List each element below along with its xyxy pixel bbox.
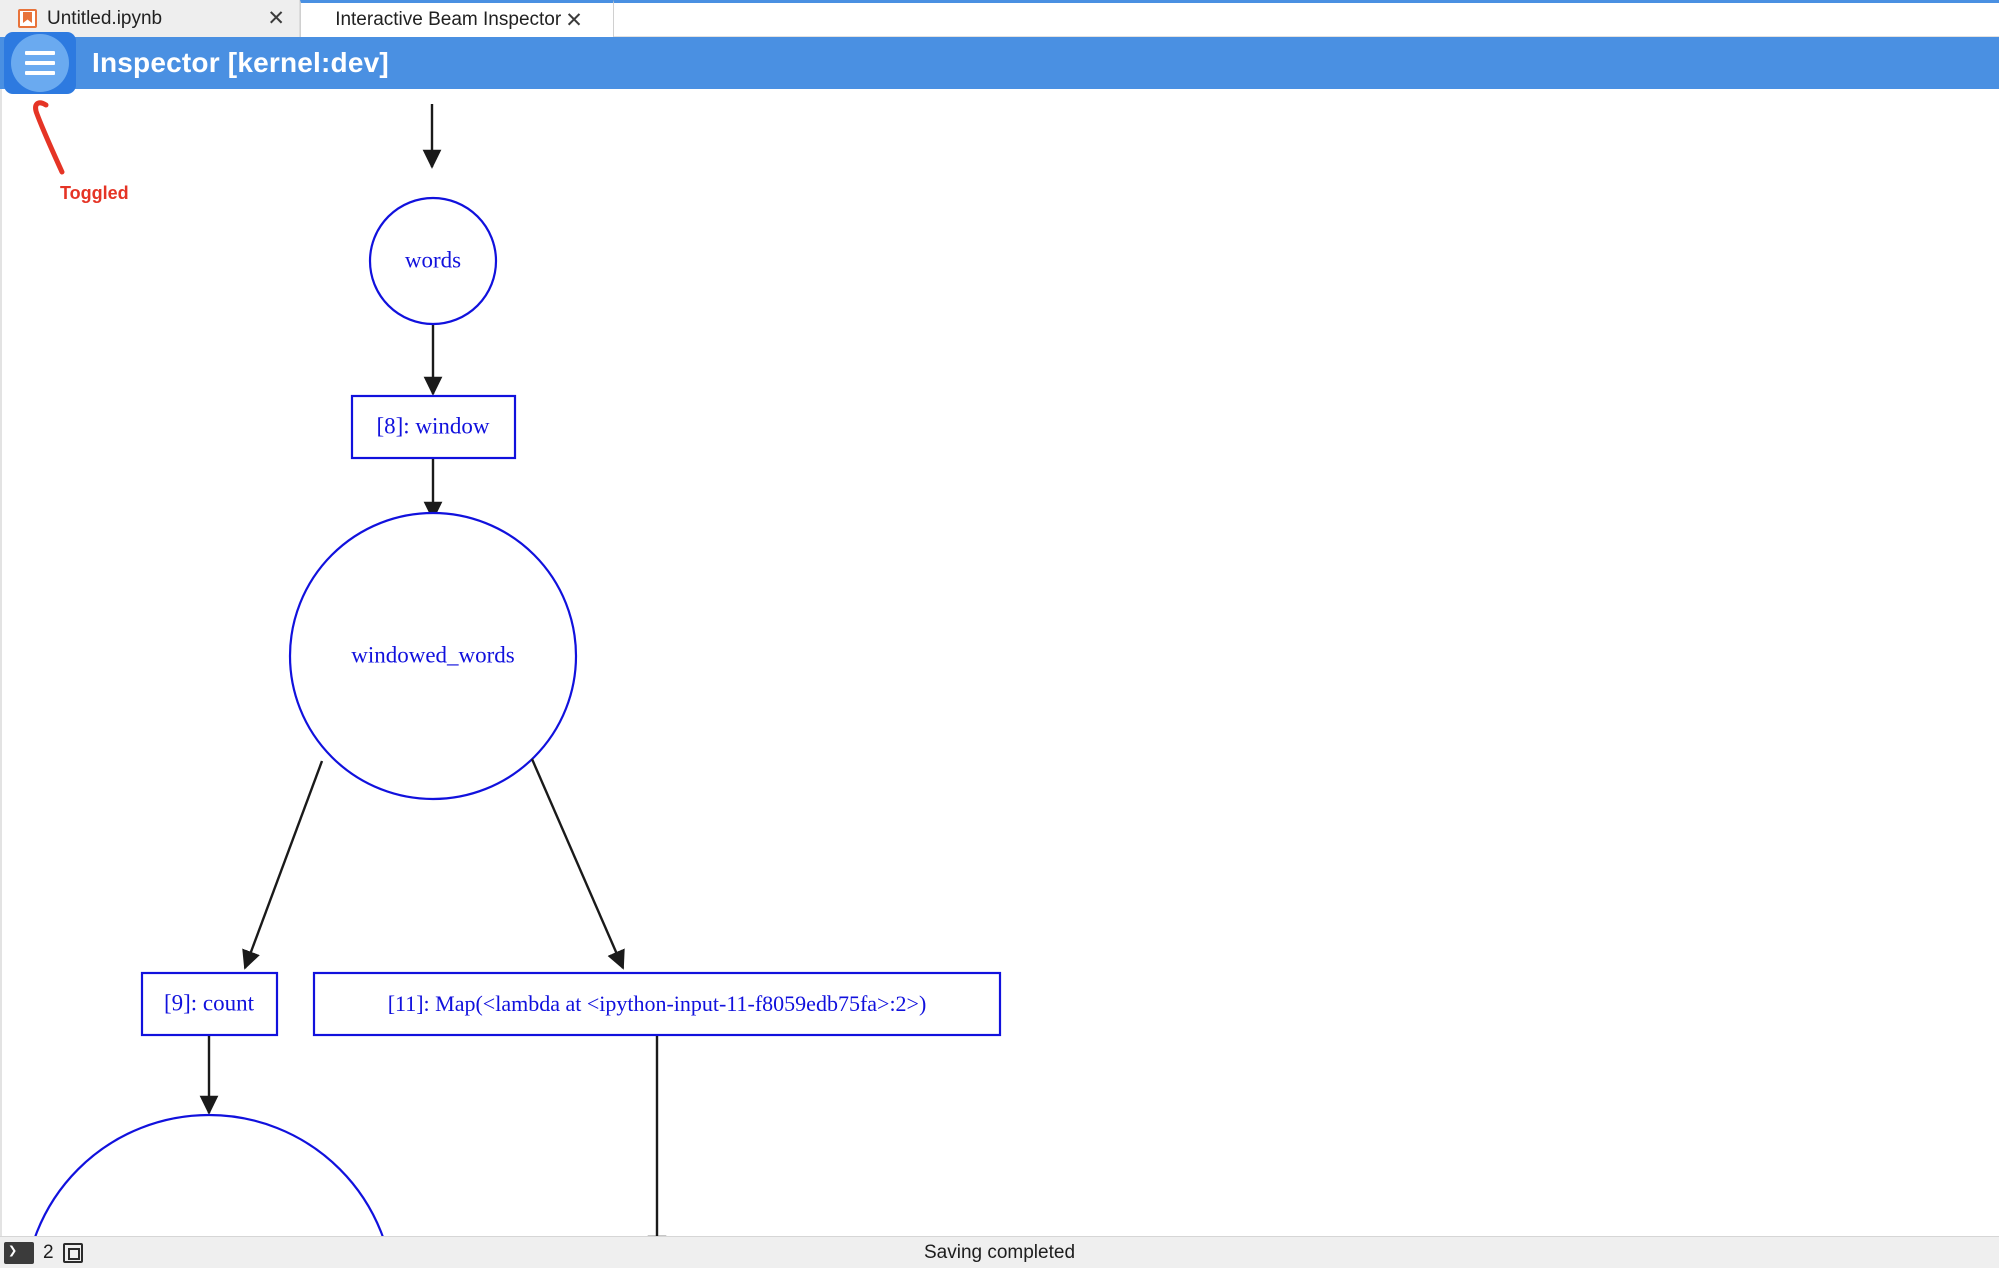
node-window-op[interactable] bbox=[350, 394, 517, 460]
node-words[interactable] bbox=[368, 196, 498, 326]
kernel-count: 2 bbox=[43, 1241, 54, 1263]
page-title: Inspector [kernel:dev] bbox=[92, 47, 389, 78]
hamburger-icon bbox=[11, 34, 69, 92]
close-icon[interactable]: ✕ bbox=[565, 8, 583, 32]
tab-bar-empty-area bbox=[614, 0, 1999, 37]
notebook-icon bbox=[18, 9, 37, 28]
edge-windowed-words-to-count bbox=[242, 760, 324, 970]
node-window-op-label: [8]: window bbox=[376, 413, 489, 438]
tab-untitled-ipynb[interactable]: Untitled.ipynb ✕ bbox=[0, 0, 300, 37]
tab-bar: Untitled.ipynb ✕ Interactive Beam Inspec… bbox=[0, 0, 1999, 37]
status-message: Saving completed bbox=[923, 1241, 1076, 1263]
tab-bar-accent-line bbox=[0, 0, 1999, 3]
hamburger-menu-button[interactable] bbox=[4, 32, 76, 94]
close-icon[interactable]: ✕ bbox=[267, 7, 285, 30]
node-count-op-label: [9]: count bbox=[164, 990, 255, 1015]
tab-interactive-beam-inspector[interactable]: Interactive Beam Inspector ✕ bbox=[300, 0, 614, 37]
pipeline-graph-canvas[interactable]: words [8]: window windowed_words [9]: co… bbox=[0, 89, 1999, 1268]
status-bar-left: 2 bbox=[0, 1241, 83, 1264]
tab-label: Interactive Beam Inspector bbox=[335, 9, 562, 30]
inspector-header: Inspector [kernel:dev] bbox=[0, 37, 1999, 89]
status-bar: 2 Saving completed bbox=[0, 1236, 1999, 1268]
terminal-icon[interactable] bbox=[4, 1241, 34, 1264]
node-windowed-word-counts[interactable] bbox=[24, 1113, 394, 1268]
pipeline-graph-svg: words [8]: window windowed_words [9]: co… bbox=[24, 104, 1002, 1268]
node-map-op-label: [11]: Map(<lambda at <ipython-input-11-f… bbox=[388, 991, 927, 1016]
node-words-label: words bbox=[405, 247, 461, 272]
chip-icon[interactable] bbox=[62, 1242, 83, 1263]
edge-windowed-words-to-map bbox=[530, 758, 625, 970]
node-count-op[interactable] bbox=[140, 971, 279, 1037]
node-map-op[interactable] bbox=[312, 971, 1002, 1037]
tab-label: Untitled.ipynb bbox=[47, 7, 163, 29]
node-windowed-words[interactable] bbox=[288, 511, 578, 801]
node-windowed-words-label: windowed_words bbox=[351, 642, 515, 667]
